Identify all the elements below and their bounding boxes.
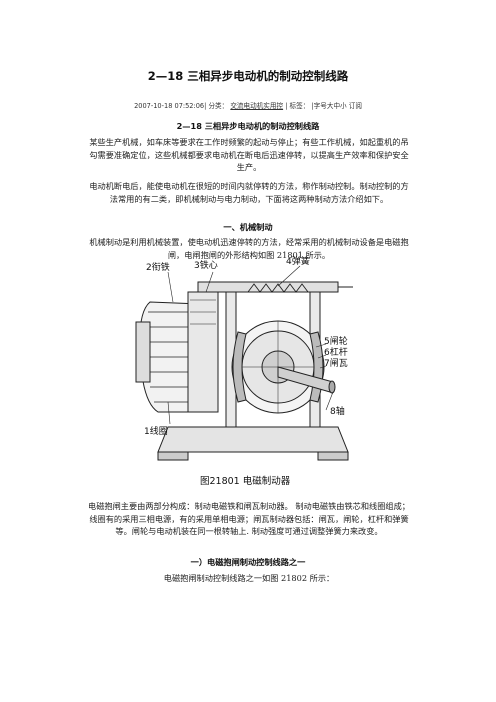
label-wheel: 5闸轮 xyxy=(324,335,348,347)
paragraph-circuit-intro: 电磁抱闸制动控制线路之一如图 21802 所示： xyxy=(163,573,335,583)
article-heading: 2—18 三相异步电动机的制动控制线路 xyxy=(176,121,320,131)
paragraph-definition: 电动机断电后，能使电动机在很短的时间内就停转的方法，称作制动控制。制动控制的方法… xyxy=(89,181,409,204)
section-heading-mechanical: 一、机械制动 xyxy=(223,222,273,232)
paragraph-mechanical: 机械制动是利用机械装置，使电动机迅速停转的方法，经常采用的机械制动设备是电磁抱闸… xyxy=(89,237,409,260)
label-armature: 2衔铁 xyxy=(146,261,170,273)
paragraph-intro: 某些生产机械，如车床等要求在工作时频繁的起动与停止；有些工作机械，如起重机的吊勾… xyxy=(89,137,409,173)
label-shaft: 8轴 xyxy=(330,405,345,417)
paragraph-structure: 电磁抱闸主要由两部分构成：制动电磁铁和闸瓦制动器。 制动电磁铁由铁芯和线圈组成；… xyxy=(88,501,410,537)
label-shoe: 7闸瓦 xyxy=(324,358,348,369)
tags-label: 标签： xyxy=(289,102,310,110)
brake-figure: 2衔铁 3铁心 4弹簧 5闸轮 6杠杆 7闸瓦 8轴 1线圈 图21801 电磁… xyxy=(128,252,360,488)
category-link[interactable]: 交流电动机实用控 xyxy=(230,102,284,110)
brake-illustration xyxy=(135,265,353,461)
meta-separator: | xyxy=(285,102,288,110)
figure-caption: 图21801 电磁制动器 xyxy=(200,475,291,487)
category-label: 分类： xyxy=(208,102,229,110)
label-coil: 1线圈 xyxy=(144,425,168,437)
label-core: 3铁心 xyxy=(194,259,218,271)
post-datetime: 2007-10-18 07:52:06| xyxy=(134,102,207,110)
label-spring: 4弹簧 xyxy=(286,255,310,267)
font-size-subscribe-links[interactable]: |字号大中小 订阅 xyxy=(311,102,362,110)
section-heading-circuit-one: 一）电磁抱闸制动控制线路之一 xyxy=(190,557,306,567)
brake-drawing: 2衔铁 3铁心 4弹簧 5闸轮 6杠杆 7闸瓦 8轴 1线圈 图21801 电磁… xyxy=(135,255,353,487)
page-title: 2—18 三相异步电动机的制动控制线路 xyxy=(147,69,349,83)
post-meta: 2007-10-18 07:52:06| 分类： 交流电动机实用控 | 标签： … xyxy=(0,100,496,110)
label-lever: 6杠杆 xyxy=(324,346,348,358)
